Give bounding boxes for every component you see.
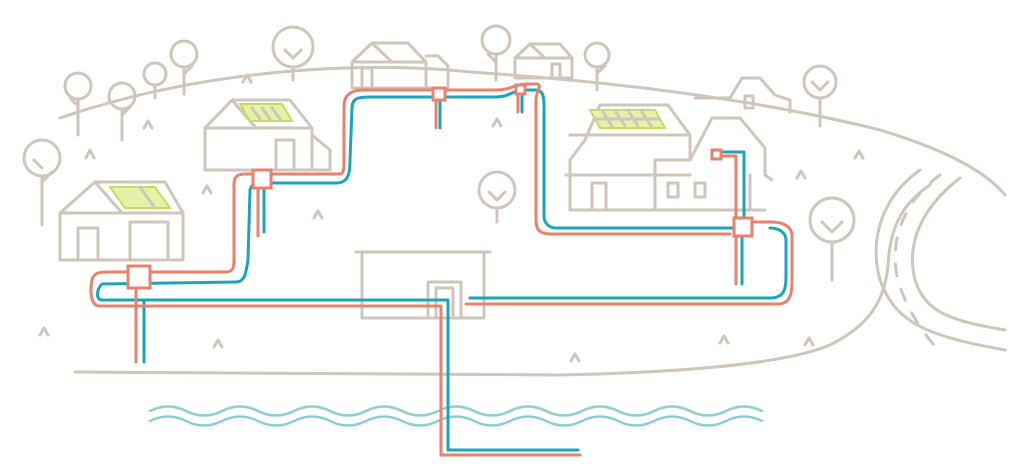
hub-top-right-house [514, 83, 527, 96]
ground-line [73, 183, 932, 377]
house-top-right [513, 42, 574, 80]
tree [802, 64, 838, 128]
road-left-edge [874, 168, 1007, 352]
house-upper-left [203, 98, 332, 172]
tree [169, 39, 199, 96]
trees [22, 24, 856, 282]
tree [22, 138, 62, 227]
house-left [58, 180, 185, 262]
hot-pipe-network [89, 82, 794, 457]
tree [63, 71, 93, 137]
central-plant [354, 250, 492, 320]
river [148, 405, 764, 427]
solar-panel [108, 186, 172, 209]
hill-line [58, 65, 1007, 197]
tree [107, 81, 137, 142]
road-center-dashes [893, 173, 942, 354]
grass [38, 73, 865, 363]
tree [271, 25, 315, 82]
tree [808, 196, 856, 282]
hub-large-right-upper [710, 148, 723, 161]
cold-pipe-network [96, 88, 788, 452]
road-right-edge [910, 176, 1007, 332]
landscape [58, 65, 1007, 377]
cold-loop-right [468, 226, 788, 300]
house-large-right [564, 103, 774, 212]
hot-main [89, 82, 732, 457]
tree [480, 24, 512, 82]
hub-upper-left-house [251, 168, 273, 190]
hub-large-right-house [732, 216, 754, 238]
house-top-center [350, 41, 450, 90]
tree [583, 41, 611, 92]
tree [477, 170, 517, 224]
cold-main [96, 88, 744, 452]
hub-top-center-house [431, 86, 447, 102]
connection-hubs [126, 83, 754, 290]
river-wave-bottom [148, 415, 764, 427]
house-far-right [693, 76, 792, 114]
hub-left-house [126, 264, 152, 290]
river-wave-top [148, 405, 764, 417]
hot-loop-right [464, 220, 794, 306]
tree [142, 61, 168, 100]
